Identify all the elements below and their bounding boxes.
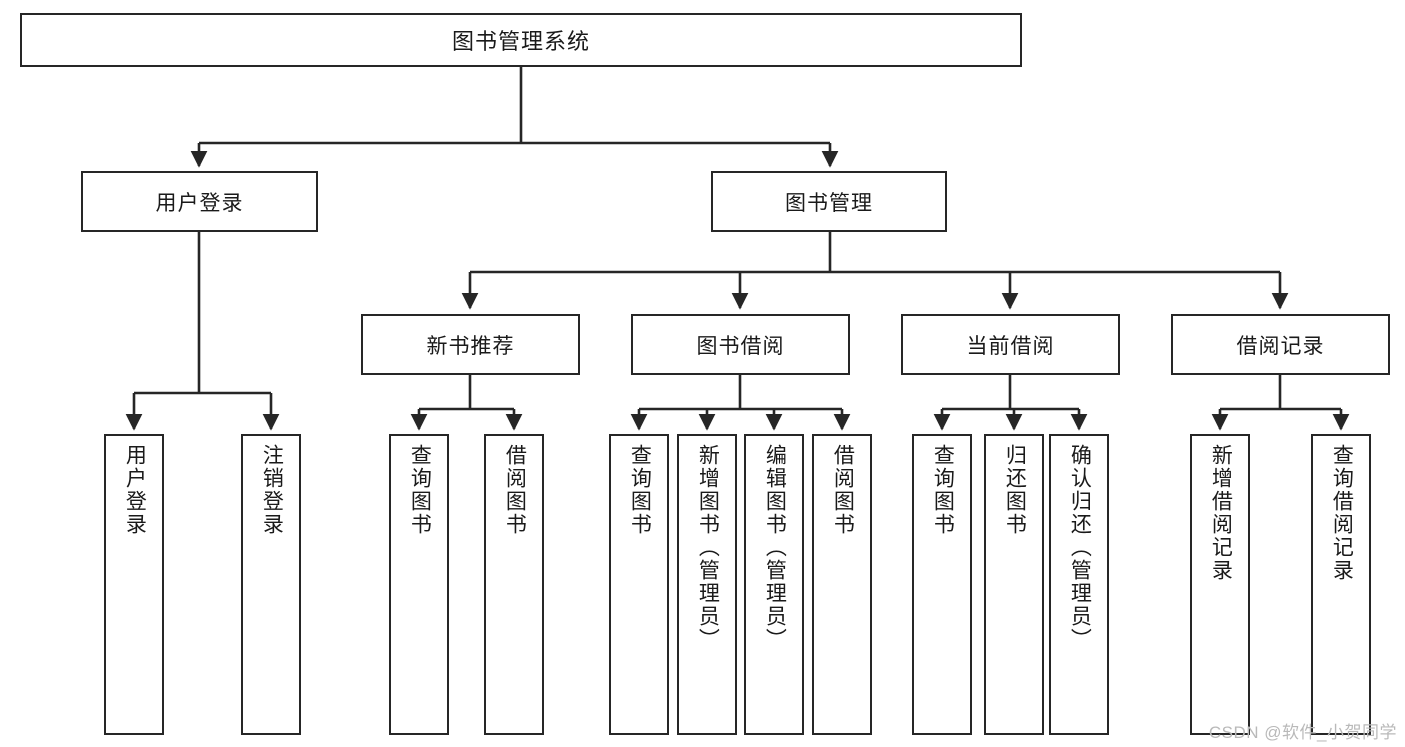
node-new-book-recommend[interactable]: 新书推荐: [361, 314, 580, 375]
node-new-book-recommend-label: 新书推荐: [426, 334, 515, 358]
node-borrow-record[interactable]: 借阅记录: [1171, 314, 1390, 375]
node-book-borrow-label: 图书借阅: [696, 334, 785, 358]
node-leaf-borrow-book-recommend-label: 借阅图书: [503, 444, 527, 536]
node-leaf-query-book-current-label: 查询图书: [931, 444, 955, 536]
node-borrow-record-label: 借阅记录: [1236, 334, 1325, 358]
node-book-borrow[interactable]: 图书借阅: [631, 314, 850, 375]
node-leaf-user-login-label: 用户登录: [123, 444, 147, 536]
node-user-login[interactable]: 用户登录: [81, 171, 318, 232]
node-current-borrow-label: 当前借阅: [966, 334, 1055, 358]
node-book-management-label: 图书管理: [785, 191, 873, 215]
node-leaf-add-borrow-record[interactable]: 新增借阅记录: [1190, 434, 1250, 735]
node-leaf-add-book-admin[interactable]: 新增图书（管理员）: [677, 434, 737, 735]
node-leaf-query-book-borrow[interactable]: 查询图书: [609, 434, 669, 735]
node-leaf-add-book-admin-label: 新增图书（管理员）: [696, 444, 720, 651]
node-leaf-borrow-book-recommend[interactable]: 借阅图书: [484, 434, 544, 735]
node-leaf-query-book-recommend[interactable]: 查询图书: [389, 434, 449, 735]
node-leaf-return-book[interactable]: 归还图书: [984, 434, 1044, 735]
node-leaf-query-book-borrow-label: 查询图书: [628, 444, 652, 536]
node-leaf-edit-book-admin[interactable]: 编辑图书（管理员）: [744, 434, 804, 735]
node-root[interactable]: 图书管理系统: [20, 13, 1022, 67]
node-root-label: 图书管理系统: [451, 29, 590, 54]
node-leaf-borrow-book[interactable]: 借阅图书: [812, 434, 872, 735]
node-leaf-edit-book-admin-label: 编辑图书（管理员）: [763, 444, 787, 651]
node-leaf-borrow-book-label: 借阅图书: [831, 444, 855, 536]
node-user-login-label: 用户登录: [155, 191, 244, 215]
node-leaf-confirm-return-admin-label: 确认归还（管理员）: [1068, 444, 1092, 651]
node-leaf-logout-label: 注销登录: [260, 444, 284, 536]
node-leaf-query-book-current[interactable]: 查询图书: [912, 434, 972, 735]
node-book-management[interactable]: 图书管理: [711, 171, 947, 232]
node-leaf-return-book-label: 归还图书: [1003, 444, 1027, 536]
node-current-borrow[interactable]: 当前借阅: [901, 314, 1120, 375]
node-leaf-user-login[interactable]: 用户登录: [104, 434, 164, 735]
node-leaf-confirm-return-admin[interactable]: 确认归还（管理员）: [1049, 434, 1109, 735]
watermark: CSDN @软件_小贺同学: [1208, 723, 1397, 742]
node-leaf-add-borrow-record-label: 新增借阅记录: [1209, 444, 1233, 582]
node-leaf-query-borrow-record-label: 查询借阅记录: [1330, 444, 1354, 582]
node-leaf-logout[interactable]: 注销登录: [241, 434, 301, 735]
node-leaf-query-borrow-record[interactable]: 查询借阅记录: [1311, 434, 1371, 735]
node-leaf-query-book-recommend-label: 查询图书: [408, 444, 432, 536]
